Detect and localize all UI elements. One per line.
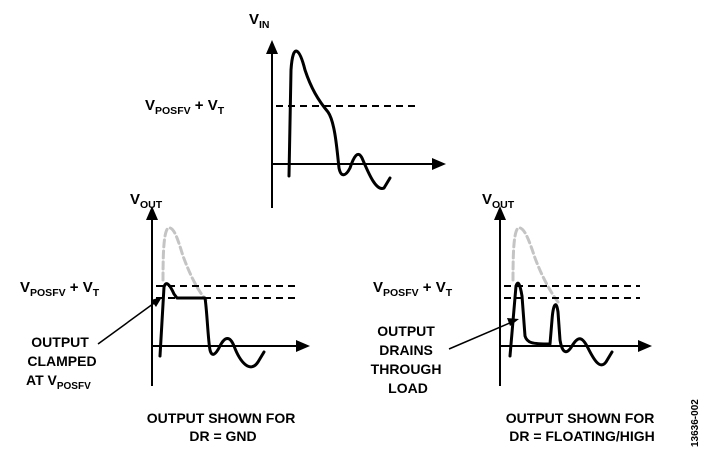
vin-axis-label-main: V <box>249 11 259 28</box>
vout-gnd-panel: VOUT VPOSFV + VT OUTPUT CLAMPED AT VPOSF… <box>20 191 310 444</box>
float-threshold-plus: + V <box>419 279 446 296</box>
vin-threshold-s2: T <box>218 105 225 117</box>
gnd-annotation-line1: OUTPUT <box>31 334 89 350</box>
gnd-caption-line1: OUTPUT SHOWN FOR <box>147 410 296 426</box>
vin-threshold-v1: V <box>145 97 155 114</box>
float-annotation-line4: LOAD <box>388 380 428 396</box>
vout-floating-panel: VOUT VPOSFV + VT OUTPUT DRAINS THROUGH L… <box>371 191 658 444</box>
gnd-leader-line <box>97 300 158 345</box>
float-threshold-s2: T <box>446 287 453 299</box>
vin-x-axis-arrow <box>432 158 446 170</box>
gnd-axis-label-sub: OUT <box>140 199 163 211</box>
gnd-annotation-line2: CLAMPED <box>27 353 96 369</box>
gnd-axis-label-main: V <box>130 191 140 208</box>
float-annotation-line1: OUTPUT <box>377 323 435 339</box>
float-annotation-line3: THROUGH <box>371 361 442 377</box>
float-leader-arrow <box>507 318 519 326</box>
gnd-axis-label: VOUT <box>130 191 163 211</box>
gnd-annotation: OUTPUT CLAMPED <box>27 334 96 369</box>
float-output-waveform <box>508 281 614 367</box>
gnd-x-axis-arrow <box>296 340 310 352</box>
figure-id: 13636-002 <box>690 399 701 447</box>
vin-threshold-label: VPOSFV + VT <box>145 97 225 117</box>
gnd-y-axis-arrow <box>146 206 158 220</box>
gnd-threshold-s1: POSFV <box>30 287 66 299</box>
float-leader-line <box>448 321 513 350</box>
gnd-threshold-label: VPOSFV + VT <box>20 279 100 299</box>
gnd-annotation-line3-sub: POSFV <box>57 381 91 392</box>
float-y-axis-arrow <box>494 206 506 220</box>
vin-threshold-s1: POSFV <box>155 105 191 117</box>
gnd-caption: OUTPUT SHOWN FOR DR = GND <box>147 410 299 444</box>
gnd-caption-line2: DR = GND <box>189 428 256 444</box>
float-threshold-v1: V <box>373 279 383 296</box>
vin-threshold-plus: + V <box>191 97 218 114</box>
float-axis-label: VOUT <box>482 191 515 211</box>
gnd-annotation-line3: AT VPOSFV <box>26 372 91 392</box>
vin-axis-label-sub: IN <box>259 19 270 31</box>
float-annotation-line2: DRAINS <box>379 342 433 358</box>
float-axis-label-sub: OUT <box>492 199 515 211</box>
float-axis-label-main: V <box>482 191 492 208</box>
float-caption-line2: DR = FLOATING/HIGH <box>509 428 655 444</box>
float-threshold-label: VPOSFV + VT <box>373 279 453 299</box>
vin-y-axis-arrow <box>266 40 278 54</box>
float-caption: OUTPUT SHOWN FOR DR = FLOATING/HIGH <box>506 410 658 444</box>
float-threshold-s1: POSFV <box>383 287 419 299</box>
gnd-threshold-s2: T <box>93 287 100 299</box>
vin-axis-label: VIN <box>249 11 270 31</box>
vin-panel: VIN VPOSFV + VT <box>145 11 446 208</box>
float-caption-line1: OUTPUT SHOWN FOR <box>506 410 655 426</box>
gnd-leader-arrow <box>151 297 162 307</box>
float-annotation: OUTPUT DRAINS THROUGH LOAD <box>371 323 446 396</box>
float-x-axis-arrow <box>638 340 652 352</box>
float-ghost-waveform <box>511 226 560 304</box>
gnd-threshold-plus: + V <box>66 279 93 296</box>
gnd-output-waveform <box>158 282 266 369</box>
gnd-ghost-waveform <box>161 226 208 302</box>
vin-waveform <box>287 49 392 190</box>
gnd-annotation-line3-main: AT V <box>26 372 58 388</box>
gnd-threshold-v1: V <box>20 279 30 296</box>
